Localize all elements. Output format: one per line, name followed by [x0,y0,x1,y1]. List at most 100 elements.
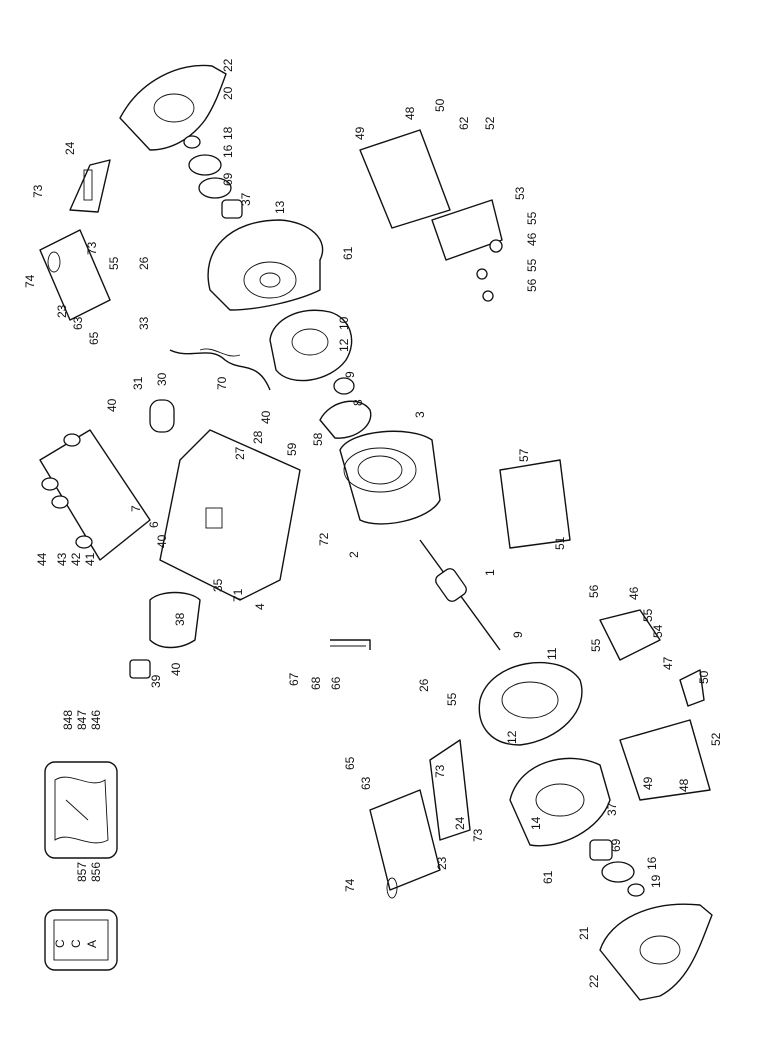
callout-c51: 51 [553,536,567,550]
callout-c66: 66 [329,676,343,690]
armature-shaft [419,539,501,651]
callout-c12b: 12 [505,730,519,744]
capacitor [149,399,175,433]
callout-c48a: 48 [403,106,417,120]
callout-c12a: 12 [337,338,351,352]
label-letter-c2: C [53,939,67,948]
label-letter-c1: C [69,939,83,948]
callout-c10: 10 [337,316,351,330]
switch-assembly [129,591,201,679]
callout-c9b: 9 [511,631,525,638]
callout-c40c: 40 [155,534,169,548]
callout-c6: 6 [147,521,161,528]
callout-c37a: 37 [239,192,253,206]
callout-c73c: 73 [433,764,447,778]
callout-c4: 4 [253,603,267,610]
callout-c49a: 49 [353,126,367,140]
callout-c69b: 69 [609,838,623,852]
brush-kit-inset [44,761,118,859]
label-letter-a: A [85,940,99,948]
callout-c16b: 16 [645,856,659,870]
callout-c63a: 63 [71,316,85,330]
callout-c22b: 22 [587,974,601,988]
tool-rest-right [369,739,471,899]
spark-guard-lower [599,609,711,801]
callout-c59: 59 [285,442,299,456]
callout-c50b: 50 [697,670,711,684]
rear-cover [499,459,571,549]
flange-stack-upper [183,135,243,219]
callout-c18: 18 [221,126,235,140]
callout-c55f: 55 [445,692,459,706]
callout-c856: 856 [89,862,103,882]
wheel-housing-right [509,757,611,847]
lower-wheel-guard [599,903,713,1001]
switch-housing [159,429,301,601]
callout-c846: 846 [89,710,103,730]
callout-c847: 847 [75,710,89,730]
callout-c22a: 22 [221,58,235,72]
callout-c23a: 23 [55,304,69,318]
callout-c28: 28 [251,430,265,444]
fan [319,377,372,439]
spark-guard-right [359,129,503,302]
callout-c74b: 74 [343,878,357,892]
motor-body [339,430,441,525]
callout-c48b: 48 [677,778,691,792]
callout-c7: 7 [129,505,143,512]
callout-c74a: 74 [23,274,37,288]
callout-c27: 27 [233,446,247,460]
callout-c73b: 73 [85,241,99,255]
callout-c23b: 23 [435,856,449,870]
callout-c61a: 61 [341,246,355,260]
callout-c46a: 46 [525,232,539,246]
callout-c52a: 52 [483,116,497,130]
callout-c26b: 26 [417,678,431,692]
callout-c61b: 61 [541,870,555,884]
hex-key [330,639,371,650]
callout-c69a: 69 [221,172,235,186]
callout-c55c: 55 [525,258,539,272]
callout-c8: 8 [351,399,365,406]
callout-c40b: 40 [259,410,273,424]
callout-c55d: 55 [641,608,655,622]
callout-c43: 43 [55,552,69,566]
callout-c65a: 65 [87,331,101,345]
callout-c73a: 73 [31,184,45,198]
callout-c40a: 40 [105,398,119,412]
callout-c71: 71 [231,588,245,602]
callout-c50a: 50 [433,98,447,112]
wheel-housing-left [207,219,324,311]
callout-c20: 20 [221,86,235,100]
flange-stack-lower [589,839,645,897]
callout-c40d: 40 [169,662,183,676]
callout-c67: 67 [287,672,301,686]
callout-c65b: 65 [343,756,357,770]
callout-c9a: 9 [343,371,357,378]
end-bell-upper [269,309,353,382]
callout-c46b: 46 [627,586,641,600]
callout-c44: 44 [35,552,49,566]
callout-c24a: 24 [63,141,77,155]
upper-wheel-guard [119,64,227,151]
callout-c56a: 56 [525,278,539,292]
callout-c68: 68 [309,676,323,690]
callout-c63b: 63 [359,776,373,790]
callout-c41: 41 [83,552,97,566]
callout-c26a: 26 [137,256,151,270]
base-plate [39,429,151,561]
callout-c21: 21 [577,926,591,940]
callout-c47: 47 [661,656,675,670]
callout-c24b: 24 [453,816,467,830]
callout-c53: 53 [513,186,527,200]
callout-c1: 1 [483,569,497,576]
callout-c58: 58 [311,432,325,446]
callout-c2: 2 [347,551,361,558]
callout-c56b: 56 [587,584,601,598]
callout-c37b: 37 [605,802,619,816]
callout-c19: 19 [649,874,663,888]
callout-c16a: 16 [221,144,235,158]
callout-c13: 13 [273,200,287,214]
